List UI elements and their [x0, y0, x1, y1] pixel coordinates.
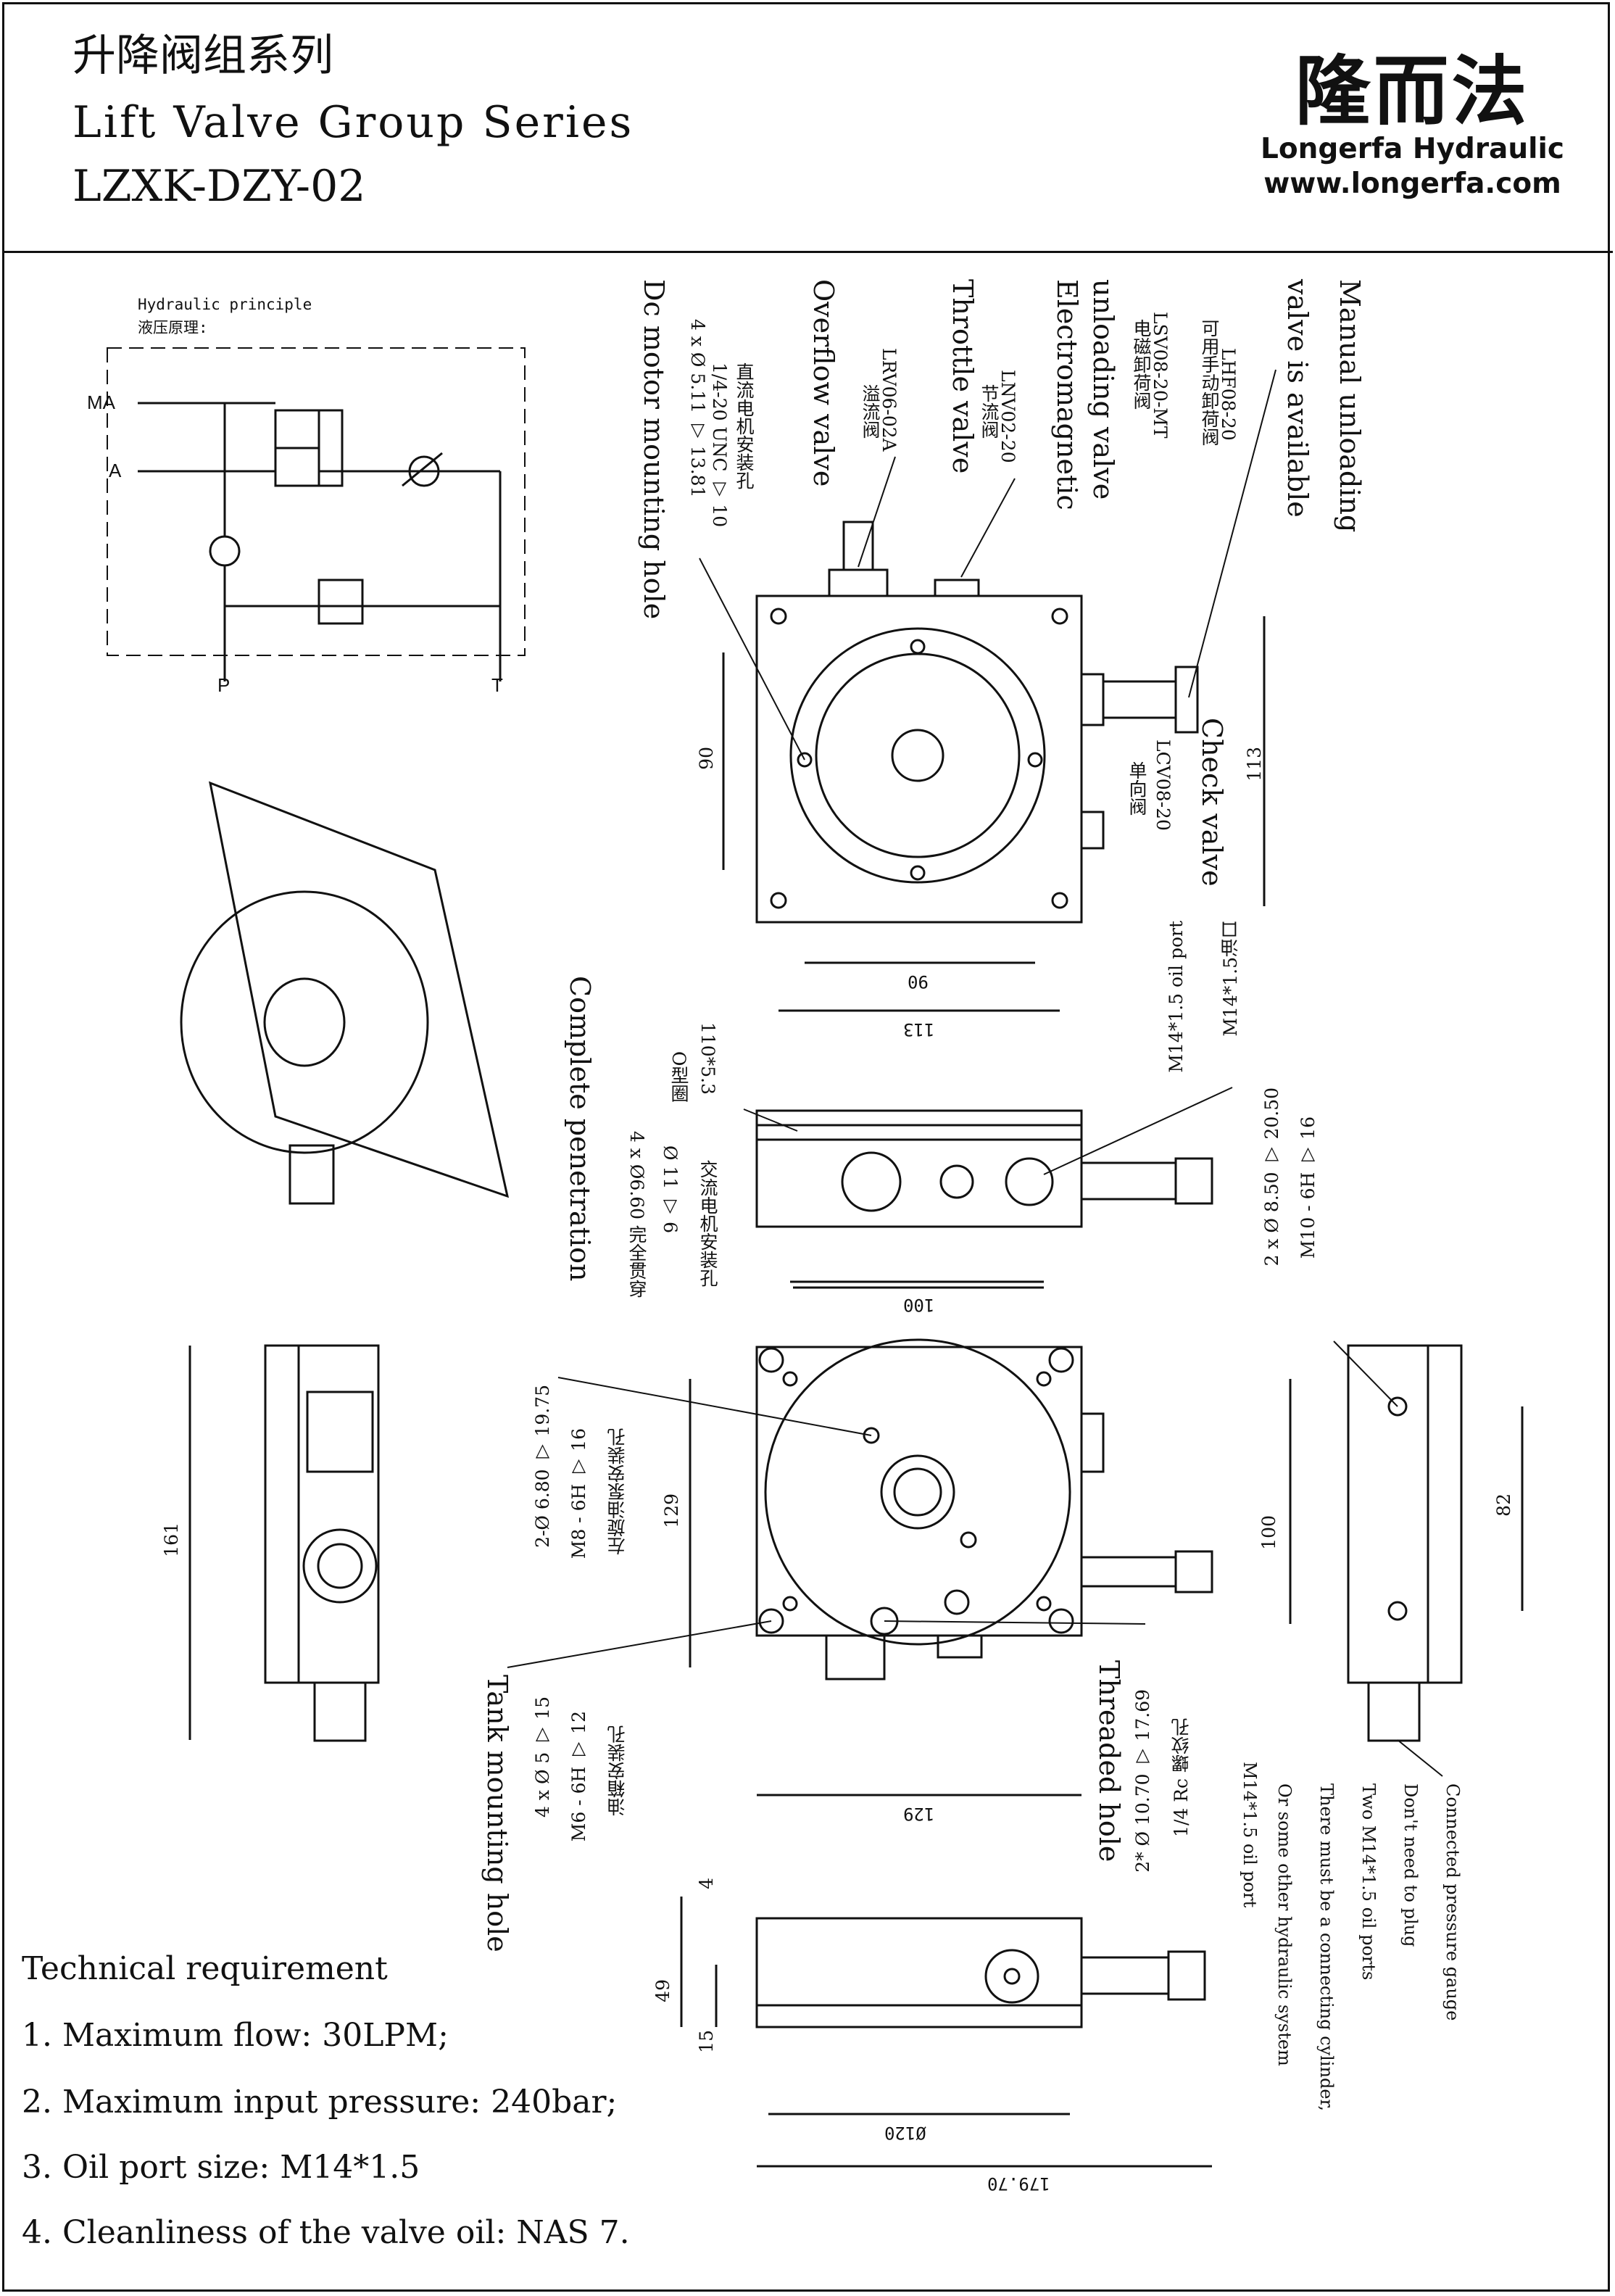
callout-electro-model: LSV08-20-MT — [1150, 312, 1171, 439]
callout-throttle: Throttle valve — [947, 279, 979, 474]
callout-dc-spec2: 1/4-20 UNC ▽ 10 — [709, 362, 730, 528]
callout-electro-cn: 电磁卸荷阀 — [1131, 319, 1152, 410]
logo-en: Longerfa Hydraulic — [1260, 133, 1564, 165]
port-t-label: T — [491, 674, 503, 696]
header-divider — [2, 251, 1613, 253]
callout-dc-spec1: 4 x Ø 5.11 ▽ 13.81 — [687, 319, 708, 498]
dim-100-vertical: 100 — [1258, 1515, 1279, 1550]
callout-manual-model: LHF08-20 — [1218, 348, 1239, 441]
callout-m10-spec2: M10 - 6H ▽ 16 — [1298, 1116, 1319, 1259]
callout-check-cn: 单向阀 — [1126, 761, 1147, 816]
callout-electro-1: Electromagnetic — [1051, 279, 1083, 510]
dim-90-horizontal: 90 — [908, 971, 929, 992]
callout-tank: Tank mounting hole — [481, 1675, 513, 1952]
tech-item: 3. Oil port size: M14*1.5 — [22, 2149, 420, 2186]
principle-title-en: Hydraulic principle — [138, 296, 312, 313]
logo-url: www.longerfa.com — [1263, 167, 1561, 200]
note-other-system: Or some other hydraulic system — [1274, 1783, 1295, 2066]
callout-threaded-spec2: 1/4 Rc 螺纹孔 — [1171, 1718, 1192, 1837]
dim-120-diameter: Ø120 — [884, 2123, 926, 2143]
dim-129-horizontal: 129 — [903, 1804, 935, 1824]
callout-dc-cn: 直流电机安装孔 — [734, 362, 755, 489]
title-en: Lift Valve Group Series — [72, 97, 634, 148]
port-ma-label: MA — [87, 391, 115, 413]
callout-tank-spec1: 4 x Ø 5 ▽ 15 — [532, 1696, 553, 1818]
callout-pump-spec2: M8 - 6H ▽ 16 — [568, 1428, 589, 1559]
note-no-plug: Don't need to plug — [1400, 1783, 1421, 1947]
callout-oring-cn: O型圈 — [668, 1051, 689, 1103]
note-two-ports: Two M14*1.5 oil ports — [1358, 1783, 1379, 1981]
callout-ac-cn: 交流电机安装孔 — [697, 1160, 718, 1287]
port-a-label: A — [109, 460, 122, 481]
dim-179-70: 179.70 — [987, 2173, 1050, 2194]
dim-113-vertical: 113 — [1244, 747, 1265, 782]
tech-heading: Technical requirement — [22, 1950, 388, 1987]
callout-throttle-cn: 节流阀 — [979, 384, 1000, 439]
callout-oil-port: M14*1.5 oil port — [1166, 921, 1187, 1073]
callout-dc-motor: Dc motor mounting hole — [638, 279, 670, 620]
port-p-label: P — [217, 674, 231, 696]
tech-item: 1. Maximum flow: 30LPM; — [22, 2017, 449, 2054]
callout-manual-1: Manual unloading — [1334, 279, 1366, 533]
principle-title-cn: 液压原理: — [138, 319, 208, 336]
tech-item: 2. Maximum input pressure: 240bar; — [22, 2084, 618, 2121]
dim-129-vertical: 129 — [661, 1493, 682, 1528]
dim-49: 49 — [652, 1979, 673, 2002]
dim-113-horizontal: 113 — [903, 1019, 935, 1040]
callout-overflow-cn: 溢流阀 — [860, 384, 881, 439]
callout-check: Check valve — [1196, 718, 1228, 887]
hydraulic-schematic — [107, 347, 526, 681]
callout-threaded-spec1: 2* Ø 10.70 ▽ 17.69 — [1132, 1689, 1153, 1873]
callout-oring-spec: 110*5.3 — [697, 1022, 718, 1095]
callout-pump-cn: 左旋油泵安装孔 — [607, 1428, 628, 1555]
callout-electro-2: unloading valve — [1087, 279, 1119, 500]
callout-check-model: LCV08-20 — [1153, 739, 1174, 831]
title-cn: 升降阀组系列 — [72, 30, 333, 81]
callout-overflow-model: LRV06-02A — [879, 348, 900, 452]
callout-complete-penetration: Complete penetration — [564, 976, 596, 1282]
callout-ac-spec1: 4 x Ø6.60 完全贯穿 — [626, 1131, 647, 1298]
dim-82: 82 — [1493, 1493, 1514, 1517]
callout-ac-spec2: Ø 11 ▽ 6 — [660, 1145, 681, 1234]
callout-manual-2: valve is available — [1282, 279, 1313, 518]
dim-15: 15 — [696, 2030, 717, 2053]
dim-4: 4 — [696, 1878, 717, 1889]
callout-m10-spec1: 2 x Ø 8.50 ▽ 20.50 — [1261, 1087, 1282, 1267]
logo-cn: 隆而法 — [1295, 47, 1530, 136]
dim-161: 161 — [161, 1522, 182, 1557]
brand-logo: 隆而法 Longerfa Hydraulic www.longerfa.com — [1261, 51, 1564, 202]
model-number: LZXK-DZY-02 — [72, 161, 366, 212]
note-oil-port: M14*1.5 oil port — [1240, 1762, 1260, 1908]
callout-tank-spec2: M6 - 6H ▽ 12 — [568, 1711, 589, 1842]
tech-item: 4. Cleanliness of the valve oil: NAS 7. — [22, 2214, 630, 2251]
callout-tank-cn: 油箱安装孔 — [607, 1725, 628, 1816]
callout-threaded: Threaded hole — [1093, 1660, 1125, 1862]
callout-oil-port-cn: M14*1.5油口 — [1220, 921, 1241, 1037]
note-connecting-cylinder: There must be a connecting cylinder, — [1316, 1783, 1337, 2111]
note-pressure-gauge: Connected pressure gauge — [1442, 1783, 1463, 2021]
callout-manual-cn: 可用手动卸荷阀 — [1199, 319, 1220, 446]
callout-throttle-model: LNV02-20 — [997, 370, 1018, 463]
callout-overflow: Overflow valve — [808, 279, 839, 487]
callout-pump-spec1: 2-Ø 6.80 ▽ 19.75 — [532, 1385, 553, 1548]
dim-100-top: 100 — [903, 1295, 935, 1315]
dim-90-vertical: 90 — [696, 747, 717, 770]
